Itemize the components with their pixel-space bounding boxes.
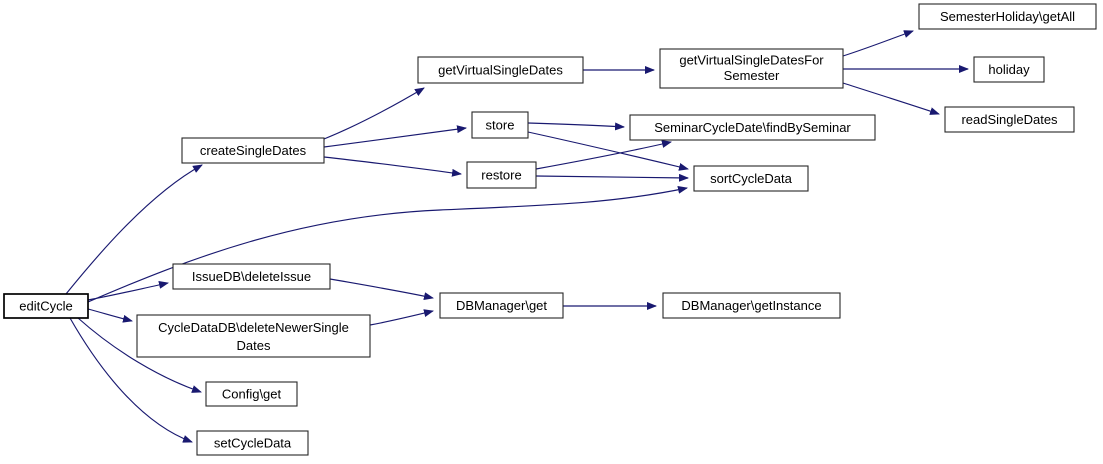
edge-gvsdforsemester-semesterholidaygetall [842, 30, 914, 57]
edge-deleteissue-dbmget [329, 278, 434, 301]
node-box [136, 314, 371, 358]
node-setcycledata[interactable]: setCycleData [196, 430, 309, 456]
node-box [417, 56, 584, 84]
edge-store-sortcycledata [527, 131, 689, 171]
node-cycledatadb-deletenewersingledates[interactable]: CycleDataDB\deleteNewerSingle Dates [136, 314, 371, 358]
node-config-get[interactable]: Config\get [205, 381, 298, 407]
node-label-line2: Dates [237, 338, 271, 353]
node-box [918, 3, 1097, 30]
node-store[interactable]: store [471, 111, 529, 139]
node-label: Config\get [222, 387, 282, 402]
node-label-line2: Semester [724, 68, 780, 83]
node-label: IssueDB\deleteIssue [192, 269, 311, 284]
node-label: DBManager\get [456, 298, 547, 313]
node-box [196, 430, 309, 456]
edge-restore-findbyseminar [535, 140, 672, 170]
node-label: editCycle [19, 299, 72, 314]
edge-deletenewersingledates-dbmget [369, 309, 434, 326]
node-box [471, 111, 529, 139]
node-label: setCycleData [214, 436, 292, 451]
node-box [973, 56, 1045, 83]
node-box [944, 106, 1075, 133]
node-label: readSingleDates [961, 112, 1058, 127]
node-label: store [486, 118, 515, 133]
node-label: restore [481, 168, 521, 183]
node-box [659, 48, 844, 89]
node-createsingledates[interactable]: createSingleDates [181, 137, 325, 164]
edge-editcycle-deleteissue [87, 280, 169, 301]
node-label-line1: CycleDataDB\deleteNewerSingle [158, 320, 349, 335]
edge-store-findbyseminar [527, 122, 625, 131]
node-seminarcycledate-findbyseminar[interactable]: SeminarCycleDate\findBySeminar [629, 114, 876, 141]
edge-createsingledates-restore [323, 156, 462, 177]
node-label-line1: getVirtualSingleDatesFor [679, 53, 824, 68]
node-box [629, 114, 876, 141]
node-label: holiday [988, 62, 1030, 77]
edge-createsingledates-store [323, 125, 467, 148]
node-label: createSingleDates [200, 143, 307, 158]
node-editcycle: editCycle [3, 293, 89, 319]
node-dbmanager-get[interactable]: DBManager\get [439, 292, 564, 319]
node-label: sortCycleData [710, 171, 792, 186]
edge-editcycle-configget [77, 317, 202, 393]
edge-gvsdforsemester-readsingledates [842, 82, 940, 115]
node-semesterholiday-getall[interactable]: SemesterHoliday\getAll [918, 3, 1097, 30]
node-box [205, 381, 298, 407]
node-box [693, 165, 809, 192]
node-box [466, 161, 537, 189]
node-box [172, 263, 331, 290]
edge-createsingledates-getvirtualsingledates [323, 87, 425, 140]
node-readsingledates[interactable]: readSingleDates [944, 106, 1075, 133]
node-box [3, 293, 89, 319]
node-getvirtualsingledatesforsemester[interactable]: getVirtualSingleDatesFor Semester [659, 48, 844, 89]
node-label: DBManager\getInstance [681, 298, 821, 313]
node-box [439, 292, 564, 319]
node-label: SeminarCycleDate\findBySeminar [654, 120, 851, 135]
edge-editcycle-createsingledates [65, 164, 203, 295]
edge-editcycle-deletenewersingledates [87, 308, 133, 323]
node-box [662, 292, 841, 319]
edge-restore-sortcycledata [535, 173, 689, 182]
node-label: getVirtualSingleDates [438, 63, 563, 78]
node-dbmanager-getinstance[interactable]: DBManager\getInstance [662, 292, 841, 319]
node-sortcycledata[interactable]: sortCycleData [693, 165, 809, 192]
node-restore[interactable]: restore [466, 161, 537, 189]
node-label: SemesterHoliday\getAll [940, 9, 1075, 24]
node-holiday[interactable]: holiday [973, 56, 1045, 83]
node-box [181, 137, 325, 164]
node-issuedb-deleteissue[interactable]: IssueDB\deleteIssue [172, 263, 331, 290]
edge-layer [65, 30, 969, 443]
edge-editcycle-setcycledata [69, 317, 193, 443]
node-getvirtualsingledates[interactable]: getVirtualSingleDates [417, 56, 584, 84]
